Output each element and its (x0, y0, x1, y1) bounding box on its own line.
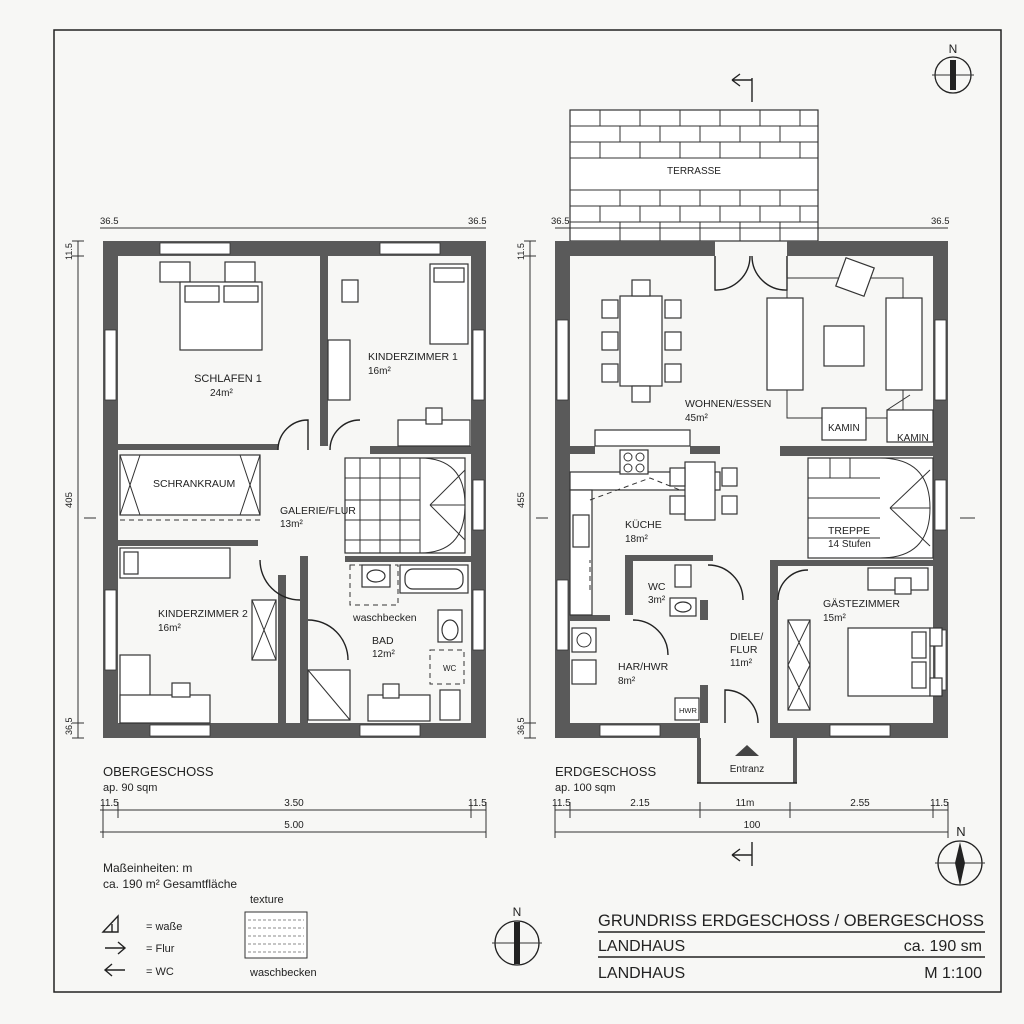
compass-bottom-label: N (513, 905, 522, 919)
label-treppe-stufen: 14 Stufen (828, 539, 871, 550)
legend-item-1: = waße (146, 921, 182, 933)
dim-upper-total: 5.00 (284, 820, 304, 831)
label-waschbecken: waschbecken (352, 612, 417, 624)
legend-texture-caption: waschbecken (249, 967, 317, 979)
room-label-bad: BAD (372, 635, 394, 647)
title-block-heading: GRUNDRISS ERDGESCHOSS / OBERGESCHOSS (598, 912, 984, 930)
room-label-treppe: TREPPE (828, 525, 870, 537)
upper-floor-plan (103, 241, 486, 738)
dim-ground-top-left: 36.5 (551, 216, 570, 227)
room-area-kinder2: 16m² (158, 623, 181, 634)
dim-upper-top-right: 36.5 (468, 216, 487, 227)
title-block-line2-right: ca. 190 sm (904, 938, 982, 955)
label-wc-upper: WC (443, 664, 457, 673)
compass-right-label: N (956, 824, 965, 839)
room-label-har: HAR/HWR (618, 661, 669, 673)
dim-ground-bottom-left: 11.5 (552, 798, 571, 809)
room-area-wc: 3m² (648, 595, 666, 606)
dim-upper-top-left: 36.5 (100, 216, 119, 227)
title-block-line2-left: LANDHAUS (598, 938, 685, 955)
legend-texture-label: texture (250, 894, 284, 906)
dim-upper-bottom-left: 11.5 (100, 798, 119, 809)
legend-item-2: = Flur (146, 943, 175, 955)
dim-ground-total: 100 (744, 820, 761, 831)
label-kamin-2: KAMIN (897, 433, 929, 444)
room-area-schlafen: 24m² (210, 388, 233, 399)
dim-ground-b2: 2.15 (630, 798, 650, 809)
room-area-kueche: 18m² (625, 534, 648, 545)
room-area-bad: 12m² (372, 649, 395, 660)
upper-floor-title: OBERGESCHOSS (103, 764, 214, 779)
dim-upper-side-mid: 405 (64, 492, 75, 508)
room-label-wohnen: WOHNEN/ESSEN (685, 398, 771, 410)
dim-ground-b3: 11m (736, 798, 755, 809)
dim-upper-bottom-right: 11.5 (468, 798, 487, 809)
room-area-kinder1: 16m² (368, 366, 391, 377)
legend-total: ca. 190 m² Gesamtfläche (103, 877, 237, 891)
upper-dimensions (72, 227, 487, 838)
room-label-kinder1: KINDERZIMMER 1 (368, 351, 458, 363)
dim-upper-bottom-mid: 3.50 (284, 798, 304, 809)
room-area-diele: 11m² (730, 658, 753, 669)
room-area-gaeste: 15m² (823, 613, 846, 624)
compass-right (935, 840, 985, 886)
room-label-kinder2: KINDERZIMMER 2 (158, 608, 248, 620)
dim-ground-b4: 2.55 (850, 798, 870, 809)
room-label-schlafen: SCHLAFEN 1 (194, 373, 262, 385)
ground-floor-plan (555, 109, 948, 784)
room-label-galerie: GALERIE/FLUR (280, 505, 356, 517)
room-label-kueche: KÜCHE (625, 519, 662, 531)
dim-upper-side-top: 11.5 (64, 243, 74, 260)
compass-bottom (492, 920, 542, 966)
legend-symbols (101, 911, 308, 977)
room-area-har: 8m² (618, 676, 636, 687)
room-label-wc: WC (648, 581, 666, 593)
legend-units: Maßeinheiten: m (103, 861, 192, 875)
room-area-galerie: 13m² (280, 519, 303, 530)
title-block-scale: M 1:100 (924, 965, 982, 982)
room-label-schrankraum: SCHRANKRAUM (153, 478, 235, 490)
dim-ground-bottom-right: 11.5 (930, 798, 949, 809)
dim-ground-top-right: 36.5 (931, 216, 950, 227)
legend-item-3: = WC (146, 966, 174, 978)
title-block-line3-left: LANDHAUS (598, 965, 685, 982)
room-label-diele: DIELE/ (730, 631, 763, 643)
dim-upper-side-bot: 36.5 (64, 717, 74, 735)
compass-top (932, 56, 974, 94)
dim-ground-side-mid: 455 (516, 492, 527, 508)
ground-floor-area: ap. 100 sqm (555, 782, 616, 794)
dim-ground-side-bot: 36.5 (516, 717, 526, 735)
drawing-frame (53, 29, 1002, 993)
room-label-gaeste: GÄSTEZIMMER (823, 598, 900, 610)
label-entranz: Entranz (730, 764, 764, 775)
terrace-paving (569, 109, 819, 242)
label-kamin-1: KAMIN (828, 423, 860, 434)
compass-top-label: N (949, 42, 958, 56)
ground-floor-title: ERDGESCHOSS (555, 764, 656, 779)
room-label-flur: FLUR (730, 644, 758, 656)
room-area-wohnen: 45m² (685, 413, 708, 424)
ground-dimensions (524, 73, 975, 866)
dim-ground-side-top: 11.5 (516, 243, 526, 260)
room-label-terrasse: TERRASSE (667, 166, 721, 177)
label-hwr: HWR (679, 706, 697, 715)
upper-floor-area: ap. 90 sqm (103, 782, 157, 794)
title-block (598, 931, 985, 958)
